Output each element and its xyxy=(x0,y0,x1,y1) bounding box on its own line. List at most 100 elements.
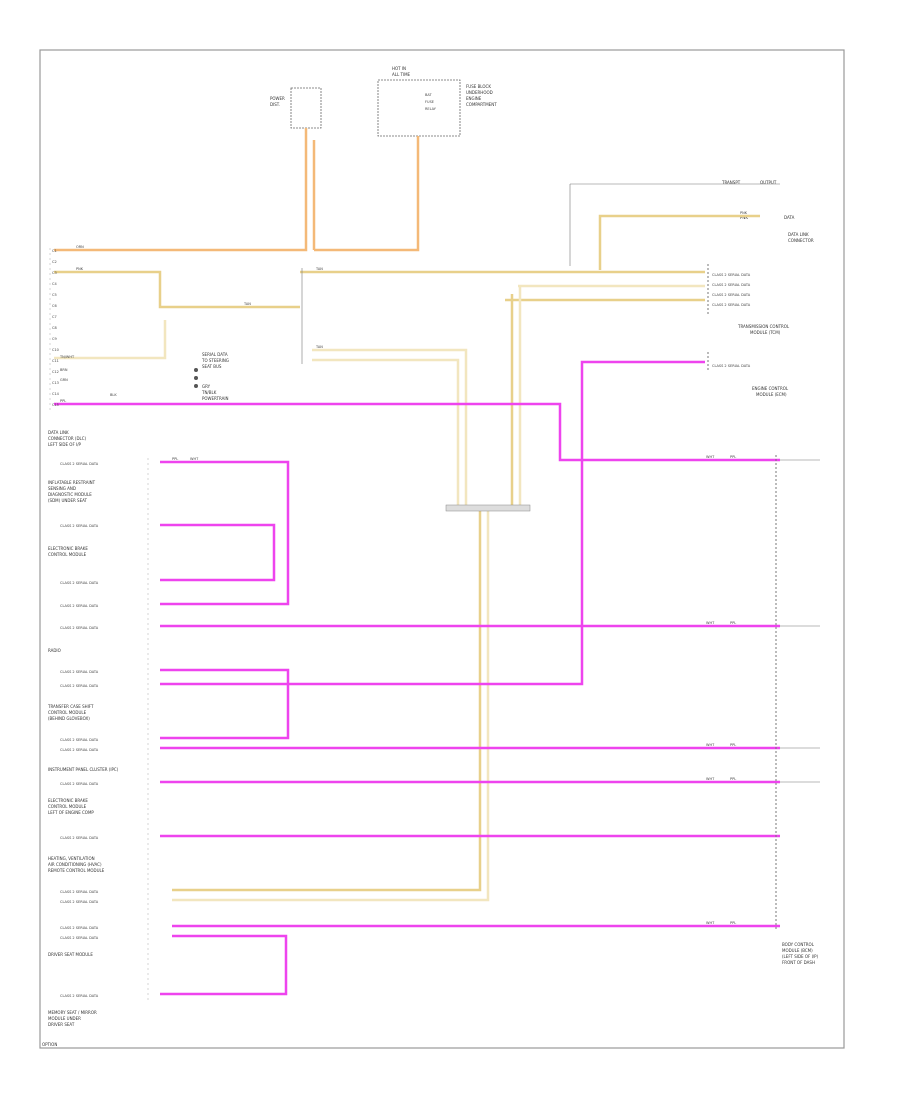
power-distribution-component: POWER DIST. xyxy=(270,87,322,129)
note-mid-5: TN/BLK xyxy=(201,390,217,395)
note-mid-4: GRY xyxy=(202,384,211,389)
power-wire-1 xyxy=(54,128,308,252)
radio-pin-2: CLASS 2 SERIAL DATA xyxy=(60,684,99,688)
fuse-desc-1: FUSE BLOCK xyxy=(466,84,491,89)
pin-c3: C3 xyxy=(52,271,57,275)
bus-wire-3 xyxy=(160,523,276,582)
pin-c7: C7 xyxy=(52,315,57,319)
dlc-title-1: DATA LINK xyxy=(48,430,69,435)
serial-data-bus xyxy=(54,360,780,996)
ecm-title-2: MODULE (ECM) xyxy=(756,392,787,397)
fuse-desc-4: COMPARTMENT xyxy=(466,102,497,107)
bus-wire-11 xyxy=(160,934,288,996)
component-transfer-case: TRANSFER CASE SHIFT CONTROL MODULE (BEHI… xyxy=(47,704,99,752)
component-sdm: INFLATABLE RESTRAINT SENSING AND DIAGNOS… xyxy=(48,480,99,528)
top-right-label-b: OUTPUT xyxy=(760,180,777,185)
power-dist-label-1: POWER xyxy=(270,96,285,101)
pin-c2: C2 xyxy=(52,260,57,264)
component-ipc: INSTRUMENT PANEL CLUSTER (IPC) CLASS 2 S… xyxy=(48,767,119,786)
ipc-pin: CLASS 2 SERIAL DATA xyxy=(60,782,99,786)
tan-wire-12 xyxy=(172,510,482,892)
tan-wire-3 xyxy=(598,214,760,270)
component-ebcm-2: ELECTRONIC BRAKE CONTROL MODULE LEFT OF … xyxy=(48,798,99,840)
tc-pin: CLASS 2 SERIAL DATA xyxy=(60,738,99,742)
hvac-title-1: HEATING, VENTILATION xyxy=(48,856,95,861)
tag-pnk-1: PNK xyxy=(740,211,748,215)
bus-wire-6 xyxy=(160,360,705,686)
ebcm1-pin: CLASS 2 SERIAL DATA xyxy=(60,581,99,585)
bcm-title-2: MODULE (BCM) xyxy=(782,948,813,953)
radio-title: RADIO xyxy=(48,648,61,653)
tag-ppl-6: PPL xyxy=(730,921,736,925)
mem-pin: CLASS 2 SERIAL DATA xyxy=(60,994,99,998)
fuse-pin-3: RELAY xyxy=(425,107,437,111)
top-right-label-d: DATA xyxy=(784,215,795,220)
pin-c15: C15 xyxy=(52,403,59,407)
note-mid-1: SERIAL DATA xyxy=(202,352,228,357)
fuse-title-1: HOT IN xyxy=(392,66,406,71)
bcm-title-3: (LEFT SIDE OF I/P) xyxy=(782,954,819,959)
tcm-module: CLASS 2 SERIAL DATA CLASS 2 SERIAL DATA … xyxy=(707,264,790,335)
ebcm2-pin: CLASS 2 SERIAL DATA xyxy=(60,836,99,840)
wire-label-brn: BRN xyxy=(60,368,68,372)
component-4-pin: CLASS 2 SERIAL DATA xyxy=(60,604,99,608)
dlc-title-2: CONNECTOR (DLC) xyxy=(48,436,87,441)
pin-c5: C5 xyxy=(52,293,57,297)
diagram-frame xyxy=(39,49,845,1049)
pin-c4: C4 xyxy=(52,282,57,286)
bus-wire-5 xyxy=(160,668,290,740)
pin-c10: C10 xyxy=(52,348,59,352)
footer-tag: OPTION xyxy=(42,1042,57,1047)
tcm-pin-2: CLASS 2 SERIAL DATA xyxy=(712,283,751,287)
component-driver-seat: CLASS 2 SERIAL DATA CLASS 2 SERIAL DATA … xyxy=(48,926,99,957)
bus-wire-1 xyxy=(54,402,780,462)
ecm-module: CLASS 2 SERIAL DATA ENGINE CONTROL MODUL… xyxy=(707,352,789,397)
mem-title-3: DRIVER SEAT xyxy=(48,1022,75,1027)
tc-title-1: TRANSFER CASE SHIFT xyxy=(47,704,94,709)
mem-title-2: MODULE UNDER xyxy=(48,1016,81,1021)
fuse-desc-2: UNDERHOOD xyxy=(466,90,493,95)
fuse-block-component: HOT IN ALL TIME BAT FUSE RELAY FUSE BLOC… xyxy=(377,66,497,137)
wire-tags: PPL WHT WHT PPL WHT PPL WHT PPL WHT PPL … xyxy=(172,211,748,925)
tan-wire-10 xyxy=(54,320,167,360)
tan-signal-wires xyxy=(54,214,760,902)
bcm-module: BODY CONTROL MODULE (BCM) (LEFT SIDE OF … xyxy=(782,942,819,965)
seat-pin: CLASS 2 SERIAL DATA xyxy=(60,926,99,930)
dlc-pin: CLASS 2 SERIAL DATA xyxy=(60,462,99,466)
hvac-title-2: AIR CONDITIONING (HVAC) xyxy=(48,862,102,867)
tag-wht-2: WHT xyxy=(706,455,715,459)
dlc-note-1: DATA LINK xyxy=(788,232,809,237)
tcm-title-2: MODULE (TCM) xyxy=(750,330,781,335)
component-dlc: DATA LINK CONNECTOR (DLC) LEFT SIDE OF I… xyxy=(48,430,99,466)
power-wires xyxy=(54,128,420,252)
tan-wire-11 xyxy=(172,510,490,902)
wire-label-ppl: PPL xyxy=(60,399,66,403)
power-wire-3 xyxy=(314,136,420,252)
tag-tan-2: TAN xyxy=(315,345,323,349)
seat-pin-2: CLASS 2 SERIAL DATA xyxy=(60,936,99,940)
left-connector-dashes xyxy=(49,248,149,1000)
ecm-pin-1: CLASS 2 SERIAL DATA xyxy=(712,364,751,368)
note-mid-3: SEAT BUS xyxy=(202,364,222,369)
tan-wire-5 xyxy=(312,348,468,505)
wire-label-grn: GRN xyxy=(60,378,68,382)
dlc-note-2: CONNECTOR xyxy=(788,238,814,243)
pin-c8: C8 xyxy=(52,326,57,330)
left-components: DATA LINK CONNECTOR (DLC) LEFT SIDE OF I… xyxy=(47,430,119,1027)
top-right-label-a: TRANSPT xyxy=(721,180,741,185)
ecm-title-1: ENGINE CONTROL xyxy=(752,386,789,391)
top-right-connector: TRANSPT OUTPUT PNK DATA DATA LINK CONNEC… xyxy=(569,180,814,266)
left-column-pins: C1 C2 C3 C4 C5 C6 C7 C8 C9 C10 C11 C12 C… xyxy=(52,245,117,407)
bcm-title-4: FRONT OF DASH xyxy=(782,960,815,965)
sdm-title-1: INFLATABLE RESTRAINT xyxy=(48,480,96,485)
fuse-pin-2: FUSE xyxy=(425,100,434,104)
tcm-title-1: TRANSMISSION CONTROL xyxy=(737,324,790,329)
tag-ppl-4: PPL xyxy=(730,743,736,747)
note-mid-6: POWERTRAIN xyxy=(202,396,229,401)
tag-ppl-2: PPL xyxy=(730,455,736,459)
component-hvac: HEATING, VENTILATION AIR CONDITIONING (H… xyxy=(48,856,105,904)
tag-wht-3: WHT xyxy=(706,621,715,625)
component-memory-seat: CLASS 2 SERIAL DATA MEMORY SEAT / MIRROR… xyxy=(48,994,99,1027)
bcm-title-1: BODY CONTROL xyxy=(782,942,815,947)
